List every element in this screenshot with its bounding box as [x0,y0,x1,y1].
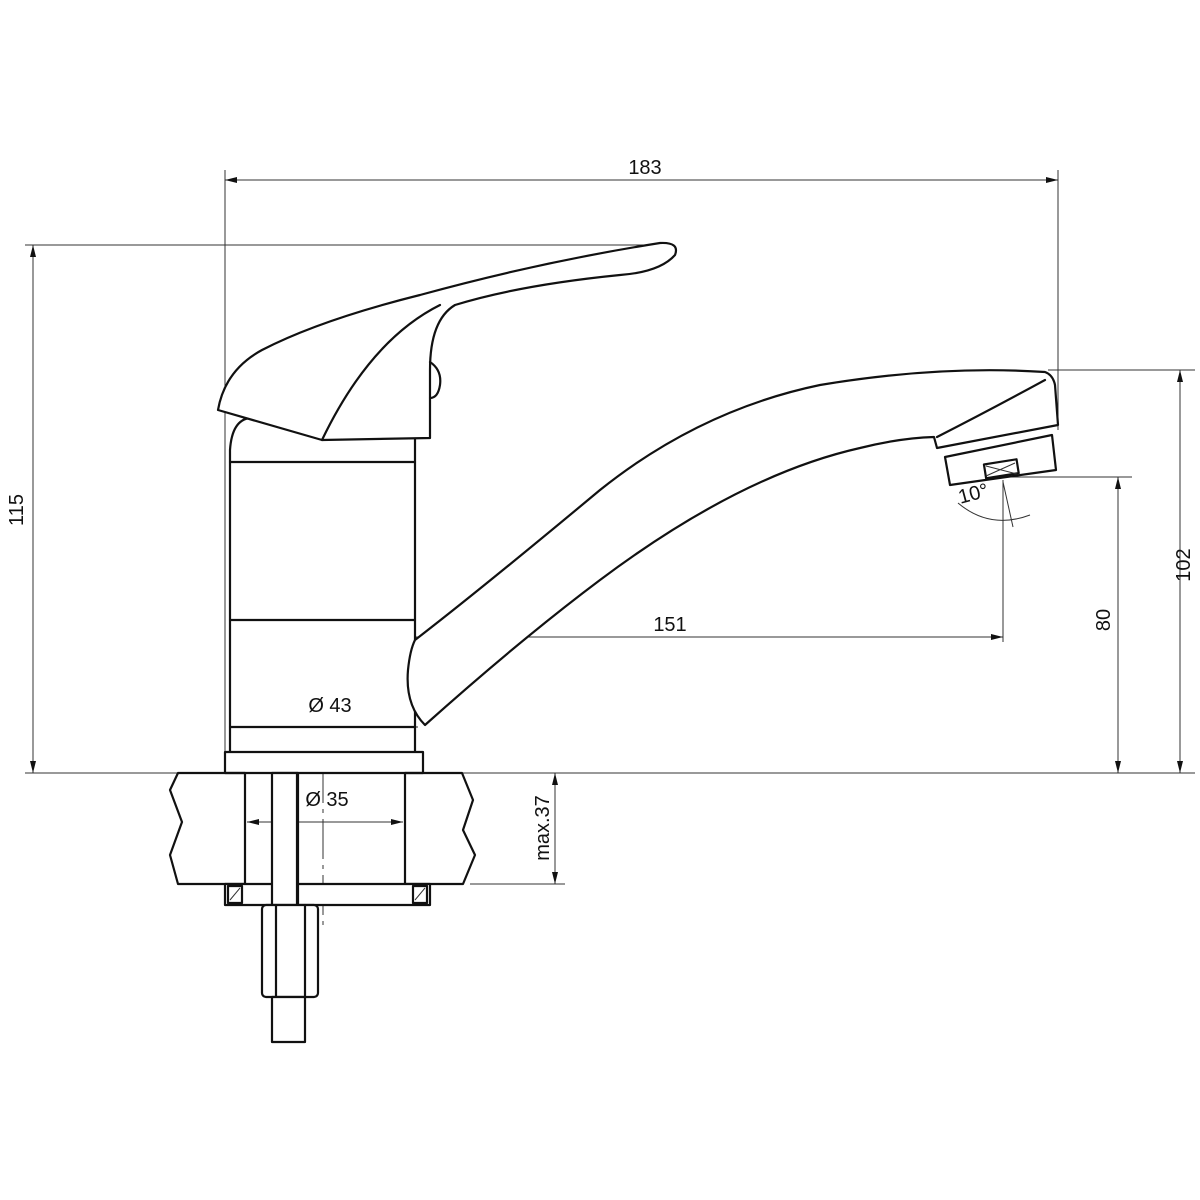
dim-spout-reach: 151 [653,614,686,636]
faucet-body [223,416,425,775]
dim-max-counter-thickness: max.37 [532,795,554,861]
dim-spout-height-outer: 102 [1173,548,1195,581]
dim-overall-height: 115 [6,494,28,526]
mounting-hardware [223,771,432,1044]
lever-handle [216,241,678,442]
dim-hole-diameter: Ø 35 [305,789,348,811]
dim-body-diameter: Ø 43 [308,695,351,717]
dim-spout-height-outlet: 80 [1093,609,1115,631]
spout [406,369,1060,727]
dim-overall-length: 183 [628,157,661,179]
